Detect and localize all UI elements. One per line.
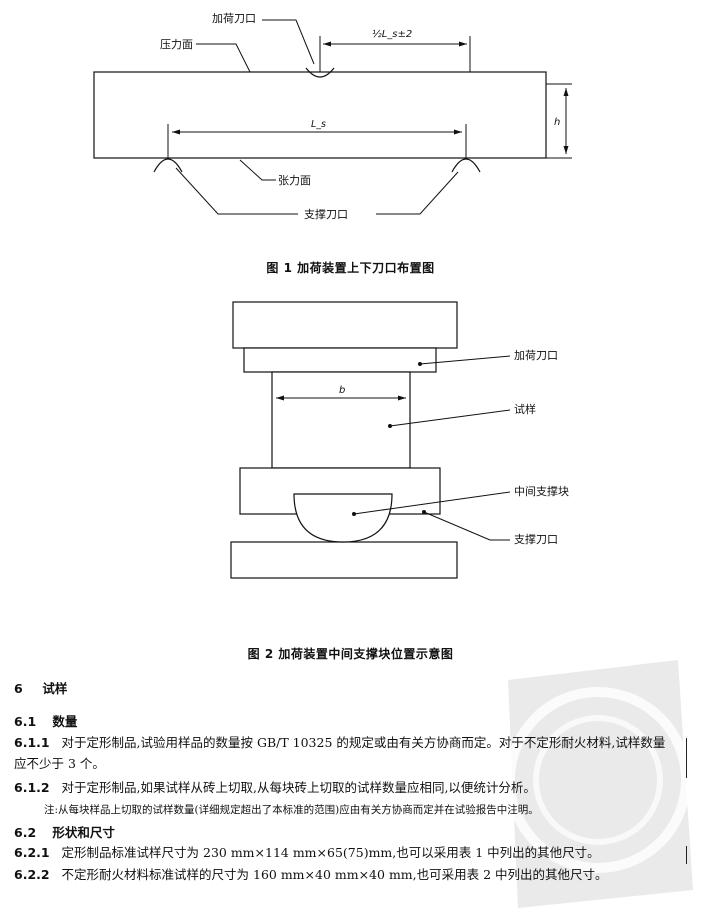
figure-1-caption: 图 1 加荷装置上下刀口布置图 — [266, 261, 435, 275]
figure2-label-support-edge: 支撑刀口 — [514, 532, 558, 546]
section-6-2-number: 6.2 — [14, 825, 37, 840]
section-6-number: 6 — [14, 681, 23, 696]
figure-2-diagram: b 加荷刀口 试样 中间支撑块 支撑刀口 — [230, 301, 569, 579]
seal-watermark — [505, 660, 693, 908]
paragraph-6-2-1-text: 定形制品标准试样尺寸为 230 mm×114 mm×65(75)mm,也可以采用… — [61, 845, 600, 860]
figure2-top-platen — [232, 301, 458, 349]
paragraph-6-2-1: 6.2.1 定形制品标准试样尺寸为 230 mm×114 mm×65(75)mm… — [14, 842, 674, 863]
paragraph-6-1-2-text: 对于定形制品,如果试样从砖上切取,从每块砖上切取的试样数量应相同,以便统计分析。 — [61, 780, 536, 795]
figure1-loading-knife — [305, 67, 335, 78]
section-6-heading: 6 试样 — [14, 678, 67, 697]
revision-bar-2 — [685, 846, 687, 864]
figure1-label-compression-face: 压力面 — [160, 38, 193, 51]
figure1-specimen-beam — [93, 71, 547, 159]
figure-2-caption: 图 2 加荷装置中间支撑块位置示意图 — [247, 647, 454, 661]
section-6-1-heading: 6.1 数量 — [14, 711, 77, 730]
paragraph-6-2-1-number: 6.2.1 — [14, 845, 50, 860]
figure-1-diagram: 加荷刀口 ½L_s±2 压力面 L_s h 张力面 支撑刀口 — [93, 12, 572, 221]
figure2-bottom-platen — [230, 541, 458, 579]
figure2-middle-support-block — [293, 493, 393, 543]
figure1-support-knife-left — [153, 158, 183, 173]
section-6-2-title: 形状和尺寸 — [52, 825, 115, 840]
figure2-label-loading-edge: 加荷刀口 — [514, 349, 558, 362]
figure1-support-knife-right — [451, 158, 481, 173]
figure1-label-height: h — [554, 117, 560, 128]
paragraph-6-1-2-number: 6.1.2 — [14, 780, 50, 795]
paragraph-6-1-2: 6.1.2 对于定形制品,如果试样从砖上切取,从每块砖上切取的试样数量应相同,以… — [14, 777, 674, 798]
note-6-1-2: 注:从每块样品上切取的试样数量(详细规定超出了本标准的范围)应由有关方协商而定并… — [44, 804, 539, 816]
paragraph-6-1-1-number: 6.1.1 — [14, 735, 50, 750]
paragraph-6-2-2-number: 6.2.2 — [14, 867, 50, 882]
figure1-label-support-edge: 支撑刀口 — [304, 207, 348, 221]
figure2-label-specimen: 试样 — [514, 402, 536, 416]
figure2-specimen — [271, 371, 411, 469]
figure1-label-half-span: ½L_s±2 — [372, 28, 412, 40]
paragraph-6-1-1-text: 对于定形制品,试验用样品的数量按 GB/T 10325 的规定或由有关方协商而定… — [14, 735, 666, 771]
figure2-label-width: b — [339, 385, 345, 396]
section-6-1-number: 6.1 — [14, 714, 37, 729]
section-6-2-heading: 6.2 形状和尺寸 — [14, 822, 115, 841]
paragraph-6-2-2: 6.2.2 不定形耐火材料标准试样的尺寸为 160 mm×40 mm×40 mm… — [14, 864, 674, 885]
section-6-title: 试样 — [42, 681, 68, 696]
revision-bar-1 — [685, 738, 687, 778]
section-6-1-title: 数量 — [52, 714, 78, 729]
figure1-label-loading-edge: 加荷刀口 — [212, 12, 256, 25]
paragraph-6-1-1: 6.1.1 对于定形制品,试验用样品的数量按 GB/T 10325 的规定或由有… — [14, 732, 674, 774]
figure2-label-middle-support: 中间支撑块 — [514, 484, 569, 498]
paragraph-6-2-2-text: 不定形耐火材料标准试样的尺寸为 160 mm×40 mm×40 mm,也可采用表… — [61, 867, 608, 882]
figure1-label-span: L_s — [311, 119, 326, 130]
figure2-loading-knife — [243, 347, 437, 373]
figure1-label-tension-face: 张力面 — [278, 174, 311, 187]
